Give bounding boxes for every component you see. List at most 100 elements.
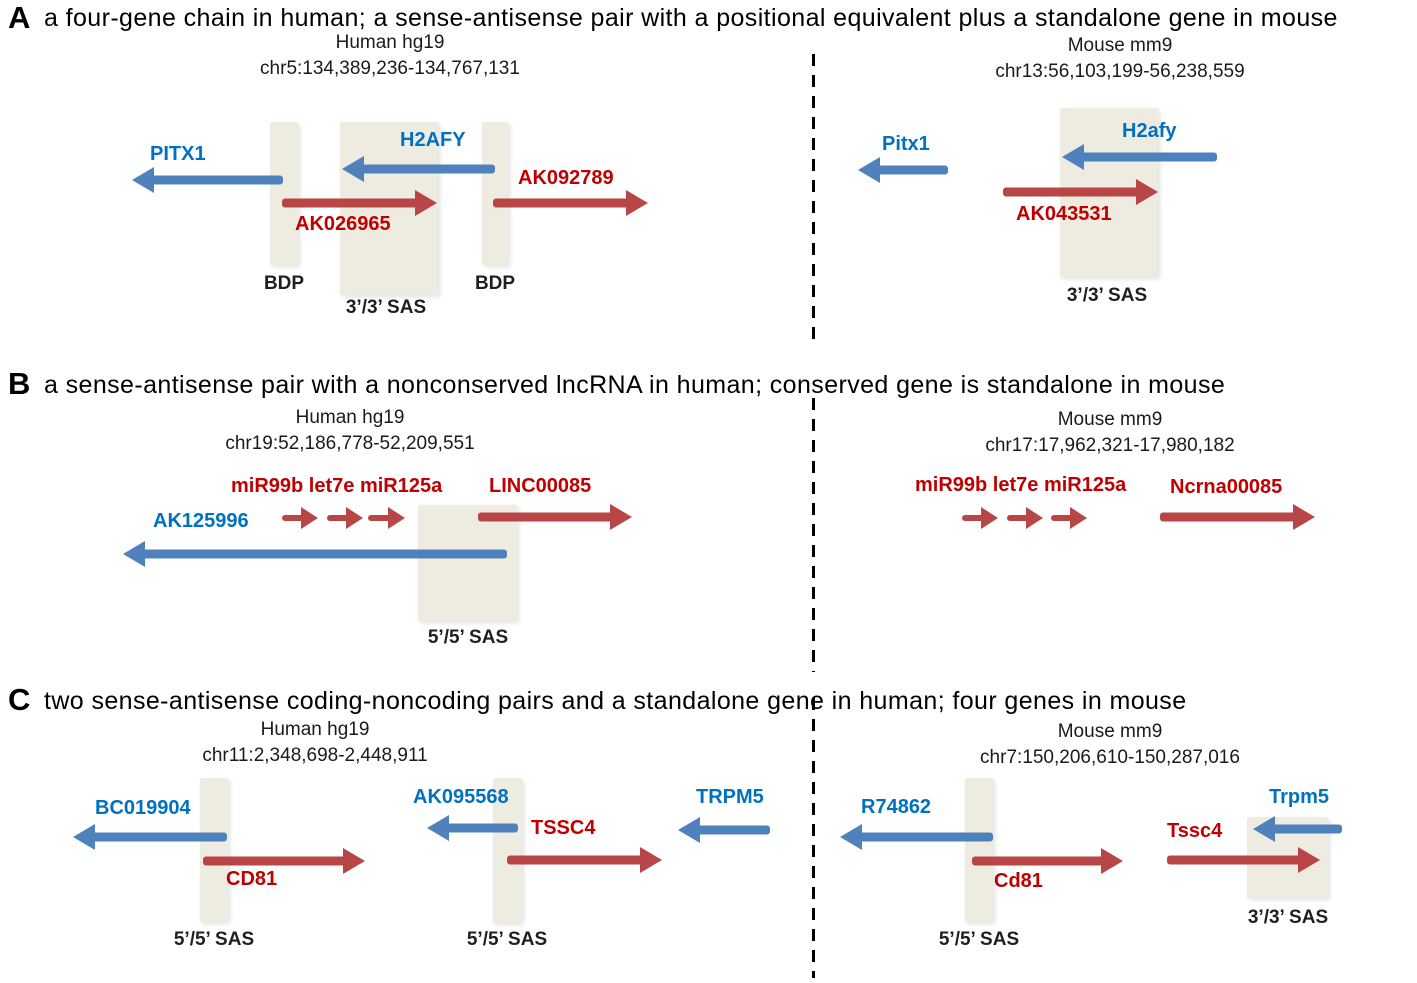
panel-c-human-tssc4-label: TSSC4 — [531, 817, 596, 839]
arrow-head — [301, 507, 318, 529]
panel-c-mouse-trpm5-label: Trpm5 — [1269, 786, 1330, 808]
panel-a-mouse-coordinates: chr13:56,103,199-56,238,559 — [995, 61, 1245, 82]
panel-b-mouse-mir99b-arrow — [962, 506, 998, 530]
panel-b-human-linc00085-label: LINC00085 — [489, 475, 592, 497]
arrow-head — [610, 504, 632, 530]
panel-c-mouse-locus-header: Mouse mm9 chr7:150,206,610-150,287,016 — [950, 719, 1270, 771]
panel-a-human-bdp1-box — [270, 122, 298, 265]
panel-c-mouse-assembly: Mouse mm9 — [1057, 721, 1163, 742]
panel-b-mouse-ncrna00085-label: Ncrna00085 — [1170, 476, 1283, 498]
panel-c-mouse-r74862-label: R74862 — [861, 796, 932, 818]
panel-a-mouse-pitx1-arrow — [858, 156, 948, 184]
arrow-shaft — [1078, 152, 1217, 162]
panel-c-human-tssc4-arrow — [507, 846, 662, 874]
arrow-shaft — [1160, 512, 1299, 522]
panel-a-human-h2afy-arrow — [342, 155, 495, 183]
panel-a-human-ak092789-label: AK092789 — [518, 167, 614, 189]
arrow-head — [1293, 504, 1315, 530]
arrow-shaft — [282, 515, 305, 521]
arrow-shaft — [358, 164, 495, 174]
arrow-head — [1026, 507, 1043, 529]
panel-a-human-bdp2-label: BDP — [474, 273, 516, 294]
panel-a-human-locus-header: Human hg19 chr5:134,389,236-134,767,131 — [230, 30, 550, 82]
panel-a-mouse-assembly: Mouse mm9 — [1067, 35, 1173, 56]
panel-a-mouse-locus-header: Mouse mm9 chr13:56,103,199-56,238,559 — [960, 33, 1280, 85]
arrow-shaft — [368, 515, 392, 521]
panel-c-human-cd81-arrow — [203, 847, 365, 875]
panel-a-human-sas-label: 3’/3’ SAS — [345, 297, 427, 318]
panel-c-human-ak095568-label: AK095568 — [413, 786, 509, 808]
panel-a-mouse-pitx1-label: Pitx1 — [882, 133, 930, 155]
panel-c-mouse-trpm5-arrow — [1253, 815, 1342, 843]
panel-b-human-mir125a-arrow — [368, 506, 405, 530]
panel-c-mouse-tssc4-label: Tssc4 — [1167, 820, 1223, 842]
panel-a-human-h2afy-label: H2AFY — [400, 129, 466, 151]
arrow-shaft — [1167, 855, 1304, 865]
arrow-shaft — [203, 856, 349, 866]
arrow-head — [388, 507, 405, 529]
arrow-shaft — [507, 855, 646, 865]
arrow-shaft — [1003, 187, 1142, 197]
arrow-shaft — [1051, 515, 1074, 521]
panel-b-mouse-assembly: Mouse mm9 — [1057, 409, 1163, 430]
arrow-shaft — [327, 515, 350, 521]
panel-b-human-mir99b-arrow — [282, 506, 318, 530]
panel-b-mouse-ncrna00085-arrow — [1160, 503, 1315, 531]
panel-b-human-locus-header: Human hg19 chr19:52,186,778-52,209,551 — [190, 405, 510, 457]
arrow-head — [415, 190, 437, 216]
arrow-shaft — [282, 198, 421, 208]
panel-b-human-ak125996-label: AK125996 — [153, 510, 249, 532]
arrow-head — [1062, 144, 1084, 170]
panel-a-human-ak092789-arrow — [493, 189, 648, 217]
arrow-shaft — [89, 832, 227, 842]
arrow-head — [1136, 179, 1158, 205]
arrow-head — [342, 156, 364, 182]
arrow-head — [981, 507, 998, 529]
panel-b-caption: a sense-antisense pair with a nonconserv… — [44, 371, 1226, 399]
panel-c-mouse-sas1-box — [965, 778, 993, 922]
panel-b-mouse-locus-header: Mouse mm9 chr17:17,962,321-17,980,182 — [950, 407, 1270, 459]
arrow-shaft — [443, 823, 518, 833]
arrow-head — [858, 157, 880, 183]
panel-c-human-assembly: Human hg19 — [260, 719, 370, 740]
arrow-head — [73, 824, 95, 850]
arrow-head — [123, 541, 145, 567]
arrow-shaft — [962, 515, 985, 521]
panel-b-human-coordinates: chr19:52,186,778-52,209,551 — [225, 433, 475, 454]
arrow-head — [1298, 847, 1320, 873]
arrow-head — [427, 815, 449, 841]
panel-c-human-bc019904-arrow — [73, 823, 227, 851]
panel-b-human-assembly: Human hg19 — [295, 407, 405, 428]
panel-c-human-trpm5-arrow — [678, 816, 770, 844]
arrow-head — [346, 507, 363, 529]
panel-c-human-trpm5-label: TRPM5 — [696, 786, 764, 808]
arrow-head — [132, 167, 154, 193]
panel-a-mouse-sas-label: 3’/3’ SAS — [1066, 285, 1148, 306]
panel-b-mouse-coordinates: chr17:17,962,321-17,980,182 — [985, 435, 1235, 456]
panel-c-mouse-sas2-label: 3’/3’ SAS — [1247, 907, 1329, 928]
panel-c-human-sas2-label: 5’/5’ SAS — [466, 929, 548, 950]
panel-c-caption: two sense-antisense coding-noncoding pai… — [44, 687, 1187, 715]
panel-a-human-coordinates: chr5:134,389,236-134,767,131 — [260, 58, 520, 79]
arrow-shaft — [856, 832, 993, 842]
panel-b-human-let7e-arrow — [327, 506, 363, 530]
panel-c-human-sas1-box — [200, 778, 228, 922]
panel-a-letter: A — [8, 0, 31, 35]
panel-b-human-ak125996-arrow — [123, 540, 507, 568]
panel-c-human-cd81-label: CD81 — [226, 868, 278, 890]
panel-c-species-divider — [812, 698, 815, 978]
arrow-shaft — [493, 198, 632, 208]
panel-c-human-bc019904-label: BC019904 — [95, 797, 191, 819]
panel-c-mouse-r74862-arrow — [840, 823, 993, 851]
panel-b-mouse-mirna-label: miR99b let7e miR125a — [915, 474, 1127, 496]
panel-b-letter: B — [8, 366, 31, 401]
panel-a-human-assembly: Human hg19 — [335, 32, 445, 53]
panel-c-mouse-cd81-label: Cd81 — [994, 870, 1043, 892]
arrow-shaft — [694, 825, 770, 835]
panel-c-mouse-cd81-arrow — [972, 847, 1123, 875]
arrow-head — [1070, 507, 1087, 529]
panel-a-human-bdp2-box — [482, 122, 508, 265]
